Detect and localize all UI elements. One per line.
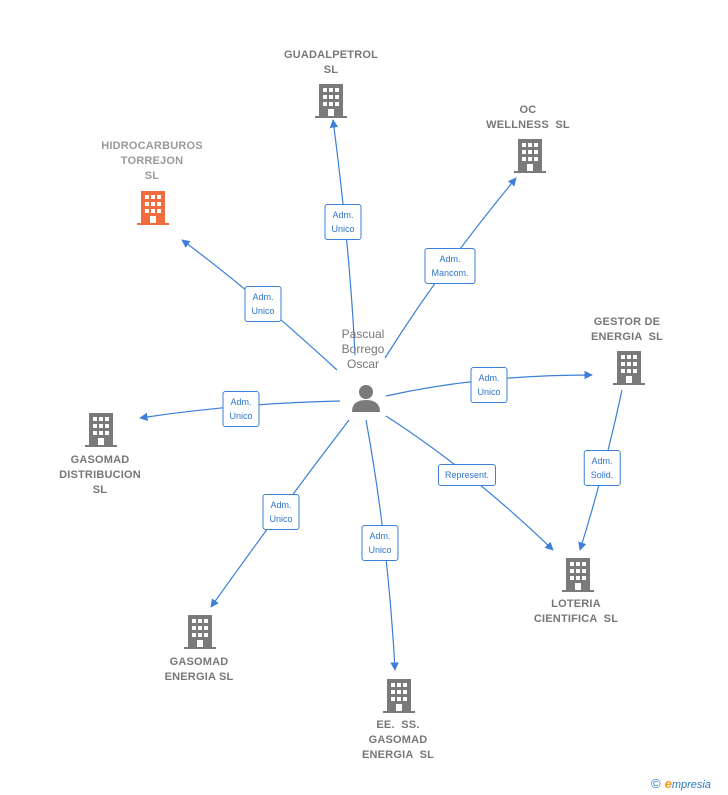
edge-label-oc-wellness[interactable]: Adm. Mancom. xyxy=(424,248,476,284)
edge-label-gestor-to-loteria[interactable]: Adm. Solid. xyxy=(583,450,621,486)
company-label-loteria[interactable]: LOTERIA CIENTIFICA SL xyxy=(533,598,619,625)
company-label-gestor-energia[interactable]: GESTOR DE ENERGIA SL xyxy=(590,316,664,343)
copyright-icon: © xyxy=(651,776,661,791)
company-label-hidrocarburos[interactable]: HIDROCARBUROS TORREJON SL xyxy=(101,140,203,182)
person-icon[interactable] xyxy=(350,382,382,414)
edge-label-gasomad-energia[interactable]: Adm. Unico xyxy=(262,494,300,530)
building-icon-highlighted[interactable] xyxy=(137,190,169,226)
company-label-guadalpetrol[interactable]: GUADALPETROL SL xyxy=(283,49,379,76)
company-label-ee-ss-gasomad[interactable]: EE. SS. GASOMAD ENERGIA SL xyxy=(361,719,435,761)
company-label-gasomad-energia[interactable]: GASOMAD ENERGIA SL xyxy=(164,656,234,683)
building-icon[interactable] xyxy=(315,83,347,119)
company-label-oc-wellness[interactable]: OC WELLNESS SL xyxy=(486,104,570,131)
edge-label-loteria[interactable]: Represent. xyxy=(437,464,497,486)
brand-logo-text: mpresia xyxy=(671,779,711,791)
brand-logo-initial: e xyxy=(664,776,672,791)
building-icon[interactable] xyxy=(562,557,594,593)
brand-footer[interactable]: ©empresia xyxy=(651,776,711,791)
edge-label-hidrocarburos[interactable]: Adm. Unico xyxy=(244,286,282,322)
edge-label-gasomad-distribucion[interactable]: Adm. Unico xyxy=(222,391,260,427)
building-icon[interactable] xyxy=(85,412,117,448)
edge-line-guadalpetrol xyxy=(329,119,356,356)
company-label-gasomad-distribucion[interactable]: GASOMAD DISTRIBUCION SL xyxy=(59,454,141,496)
person-name[interactable]: Pascual Borrego Oscar xyxy=(341,327,385,371)
building-icon[interactable] xyxy=(184,614,216,650)
building-icon[interactable] xyxy=(383,678,415,714)
edge-label-guadalpetrol[interactable]: Adm. Unico xyxy=(324,204,362,240)
building-icon[interactable] xyxy=(514,138,546,174)
building-icon[interactable] xyxy=(613,350,645,386)
edge-label-gestor-energia[interactable]: Adm. Unico xyxy=(470,367,508,403)
edge-label-ee-ss-gasomad[interactable]: Adm. Unico xyxy=(361,525,399,561)
